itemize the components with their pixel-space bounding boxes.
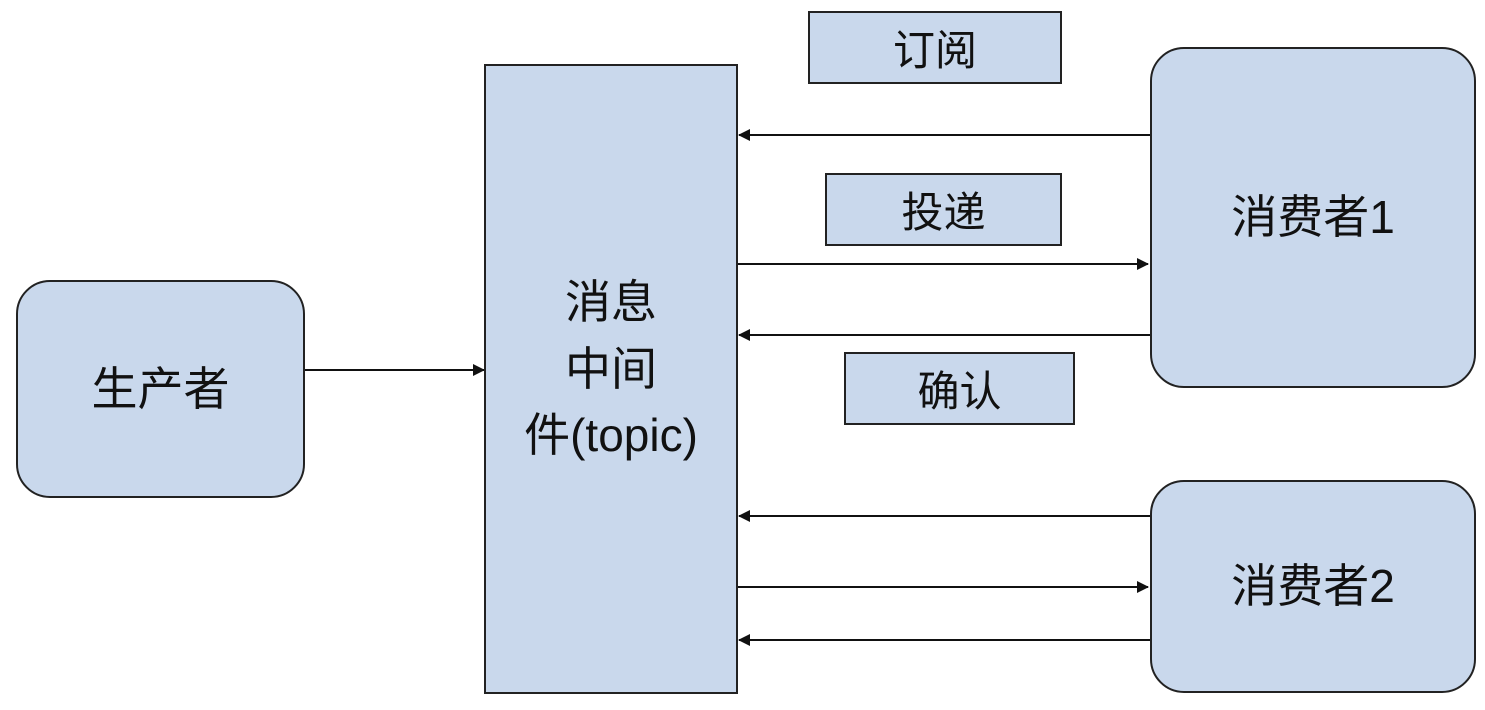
subscribe-label: 订阅: [892, 27, 977, 74]
producer-node: 生产者: [16, 280, 305, 498]
middleware-line: 消息: [565, 275, 657, 328]
consumer2-node: 消费者2: [1150, 480, 1476, 693]
deliver-label-box: 投递: [825, 173, 1062, 246]
subscribe-label-box: 订阅: [808, 11, 1062, 84]
ack-label: 确认: [917, 368, 1002, 415]
middleware-line: 中间: [565, 342, 657, 395]
consumer2-label: 消费者2: [1231, 560, 1395, 613]
consumer1-label: 消费者1: [1231, 191, 1395, 244]
middleware-node: 消息 中间 件(topic): [484, 64, 738, 694]
middleware-label: 消息 中间 件(topic): [524, 269, 698, 469]
middleware-line: 件(topic): [524, 409, 698, 462]
producer-label: 生产者: [91, 362, 230, 415]
deliver-label: 投递: [901, 189, 986, 236]
consumer1-node: 消费者1: [1150, 47, 1476, 388]
ack-label-box: 确认: [844, 352, 1075, 425]
